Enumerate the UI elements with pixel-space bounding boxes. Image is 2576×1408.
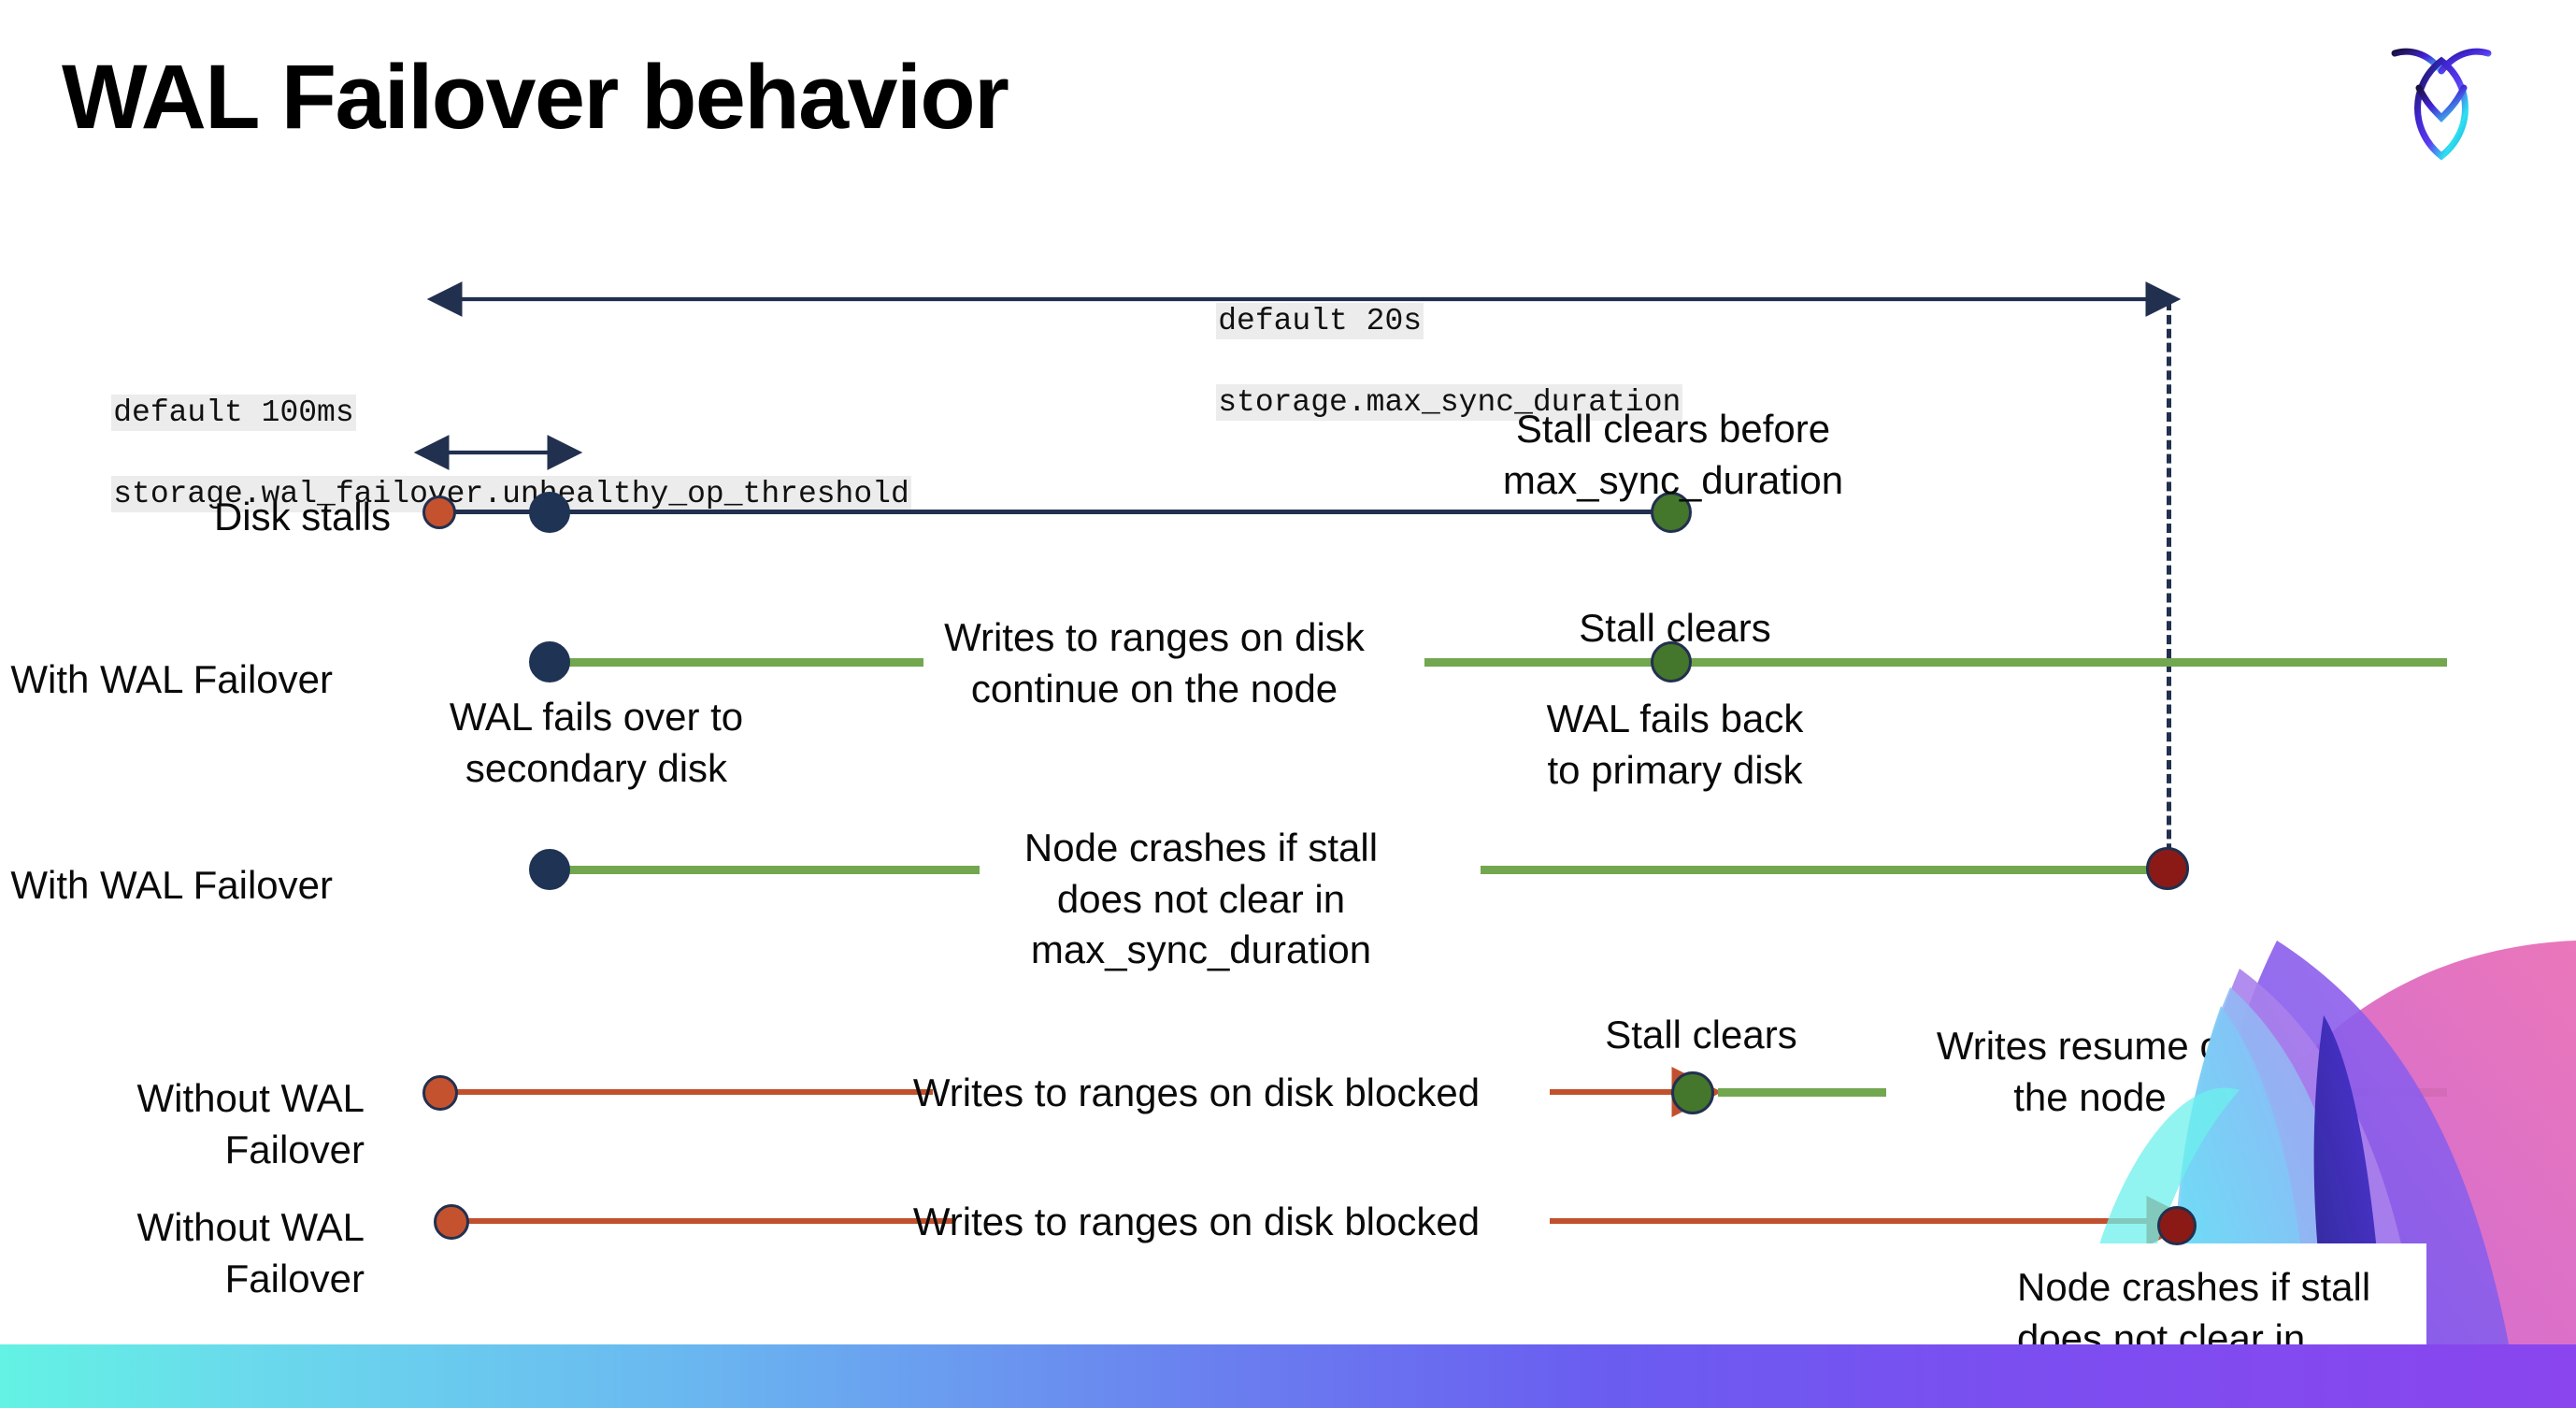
callout-writes-blocked-2: Writes to ranges on disk blocked bbox=[912, 1200, 1481, 1243]
with-wal-failover-1-track-right bbox=[1424, 658, 2447, 667]
with-wal-failover-2-track-left bbox=[542, 866, 980, 874]
without-wal-failover-1-resume-track bbox=[1718, 1088, 1886, 1097]
without-wal-failover-2-blocked-track-left bbox=[449, 1218, 953, 1224]
with-wal-failover-1-track-left bbox=[542, 658, 923, 667]
unhealthy-op-threshold-annotation: default 100ms storage.wal_failover.unhea… bbox=[37, 352, 911, 555]
without-wal-failover-2-blocked-arrow bbox=[1550, 1196, 2197, 1246]
row-label-with-wal-failover-1: With WAL Failover bbox=[10, 657, 333, 701]
row-label-without-wal-failover-1: Without WAL Failover bbox=[136, 1076, 365, 1171]
unhealthy-op-threshold-setting: storage.wal_failover.unhealthy_op_thresh… bbox=[111, 475, 911, 512]
without-wal-failover-1-resume-track-2 bbox=[2279, 1088, 2447, 1097]
callout-writes-continue-1: Writes to ranges on disk continue on the… bbox=[944, 615, 1365, 711]
callout-writes-resume: Writes resume on the node bbox=[1936, 1024, 2244, 1119]
without-wal-failover-2-stall-dot bbox=[434, 1204, 469, 1240]
with-wal-failover-2-crash-dot bbox=[2146, 847, 2189, 890]
unhealthy-op-threshold-default: default 100ms bbox=[111, 394, 356, 431]
with-wal-failover-2-track-right bbox=[1481, 866, 2180, 874]
without-wal-failover-1-stall-dot bbox=[422, 1075, 458, 1111]
without-wal-failover-1-clear-dot bbox=[1671, 1071, 1714, 1114]
callout-writes-continue-2: Node crashes if stall does not clear in … bbox=[1023, 826, 1379, 972]
max-sync-duration-setting: storage.max_sync_duration bbox=[1216, 383, 1683, 421]
callout-stall-clears-1: Stall clears bbox=[1579, 606, 1771, 650]
row-label-without-wal-failover-2: Without WAL Failover bbox=[136, 1205, 365, 1300]
with-wal-failover-2-failover-dot bbox=[529, 849, 570, 890]
disk-stalls-clear-dot bbox=[1651, 492, 1692, 533]
callout-stall-clears-2: Stall clears bbox=[1605, 1013, 1797, 1056]
without-wal-failover-2-crash-dot bbox=[2157, 1206, 2197, 1245]
max-sync-duration-span-arrow bbox=[426, 281, 2182, 317]
callout-writes-blocked-1: Writes to ranges on disk blocked bbox=[912, 1070, 1481, 1114]
row-label-disk-stalls: Disk stalls bbox=[213, 495, 391, 539]
without-wal-failover-1-blocked-arrow bbox=[1550, 1067, 1723, 1117]
disk-stalls-threshold-dot bbox=[529, 492, 570, 533]
max-sync-duration-dropline bbox=[2167, 301, 2171, 881]
row-label-with-wal-failover-2: With WAL Failover bbox=[10, 863, 333, 907]
with-wal-failover-1-failover-dot bbox=[529, 641, 570, 682]
with-wal-failover-1-clear-dot bbox=[1651, 641, 1692, 682]
unhealthy-op-threshold-span-arrow bbox=[413, 435, 583, 470]
without-wal-failover-1-blocked-track bbox=[437, 1089, 933, 1095]
callout-wal-fails-back: WAL fails back to primary disk bbox=[1546, 697, 1804, 792]
callout-wal-fails-over: WAL fails over to secondary disk bbox=[449, 695, 744, 790]
cockroachdb-logo-icon bbox=[2385, 34, 2497, 165]
page-title: WAL Failover behavior bbox=[62, 46, 1009, 148]
disk-stalls-start-dot bbox=[422, 496, 456, 529]
callout-stall-clears-before: Stall clears before max_sync_duration bbox=[1502, 407, 1844, 502]
bottom-gradient-bar bbox=[0, 1344, 2576, 1408]
disk-stalls-track bbox=[439, 510, 1673, 514]
